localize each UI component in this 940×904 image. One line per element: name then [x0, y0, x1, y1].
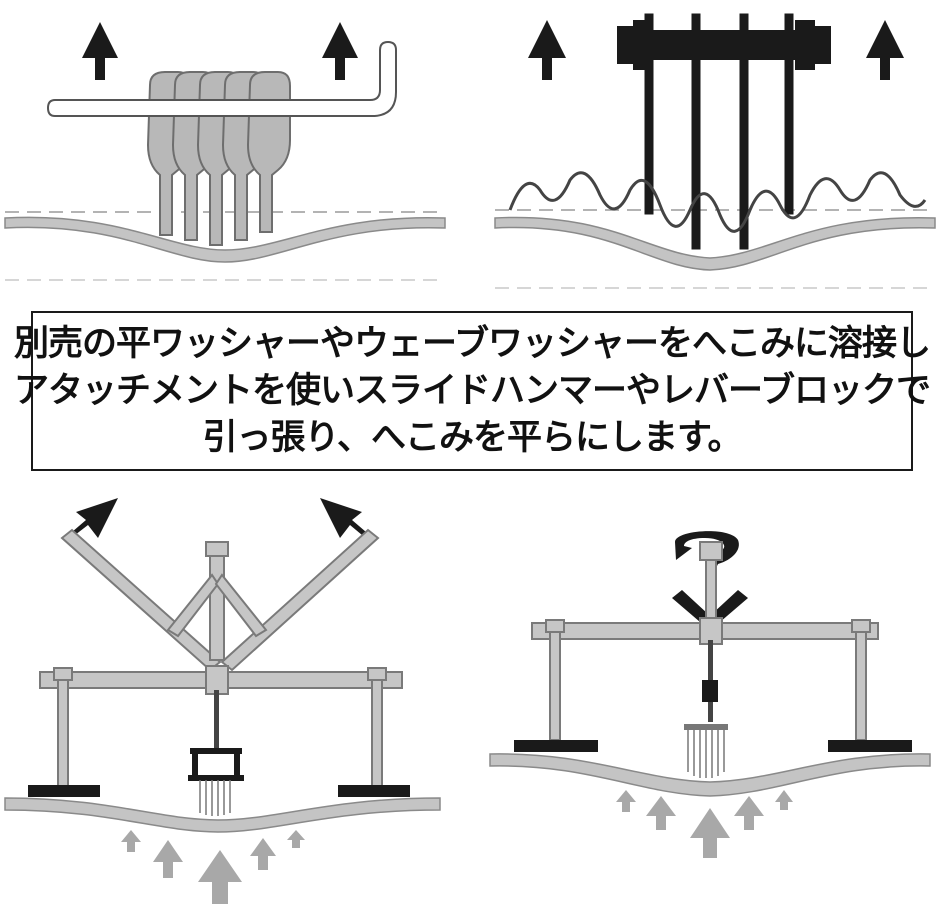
screw-puller-icon: [684, 640, 728, 778]
rod-icon: [46, 40, 397, 117]
wave-washer-lever-panel: [494, 13, 936, 289]
lever-bar-icon: [617, 20, 831, 70]
foot-pad: [514, 740, 598, 752]
slide-hammer-bridge-panel: [4, 498, 441, 904]
foot-pad: [338, 785, 410, 797]
push-arrow-icon: [121, 830, 305, 904]
foot-pad: [828, 740, 912, 752]
caption-box: 別売の平ワッシャーやウェーブワッシャーをへこみに溶接し アタッチメントを使いスラ…: [14, 311, 931, 471]
hook-attachment-icon: [146, 71, 291, 246]
up-arrow-icon: [866, 20, 904, 80]
caption-line-1: 別売の平ワッシャーやウェーブワッシャーをへこみに溶接し: [14, 323, 931, 364]
dented-panel: [489, 753, 931, 797]
handle-icon: [672, 590, 708, 622]
flat-washer-hook-panel: [4, 22, 446, 281]
up-arrow-icon: [82, 22, 118, 80]
foot-pad: [28, 785, 100, 797]
pull-bridge-icon: [39, 528, 403, 788]
up-arrow-icon: [322, 22, 358, 80]
up-arrow-icon: [528, 20, 566, 80]
hook-puller-icon: [188, 690, 244, 816]
handle-icon: [712, 590, 748, 622]
pull-rod-icon: [644, 13, 794, 250]
dented-panel: [4, 216, 446, 263]
diagonal-arrow-icon: [72, 498, 118, 538]
wave-wire-icon: [508, 171, 927, 233]
dented-panel: [4, 797, 441, 833]
caption-line-2: アタッチメントを使いスライドハンマーやレバーブロックで: [14, 370, 931, 411]
screw-puller-bridge-panel: [489, 531, 931, 858]
push-arrow-icon: [616, 790, 793, 858]
pull-bridge-icon: [531, 541, 879, 741]
dented-panel: [494, 216, 936, 271]
caption-line-3: 引っ張り、へこみを平らにします。: [202, 417, 742, 458]
diagonal-arrow-icon: [320, 498, 366, 538]
